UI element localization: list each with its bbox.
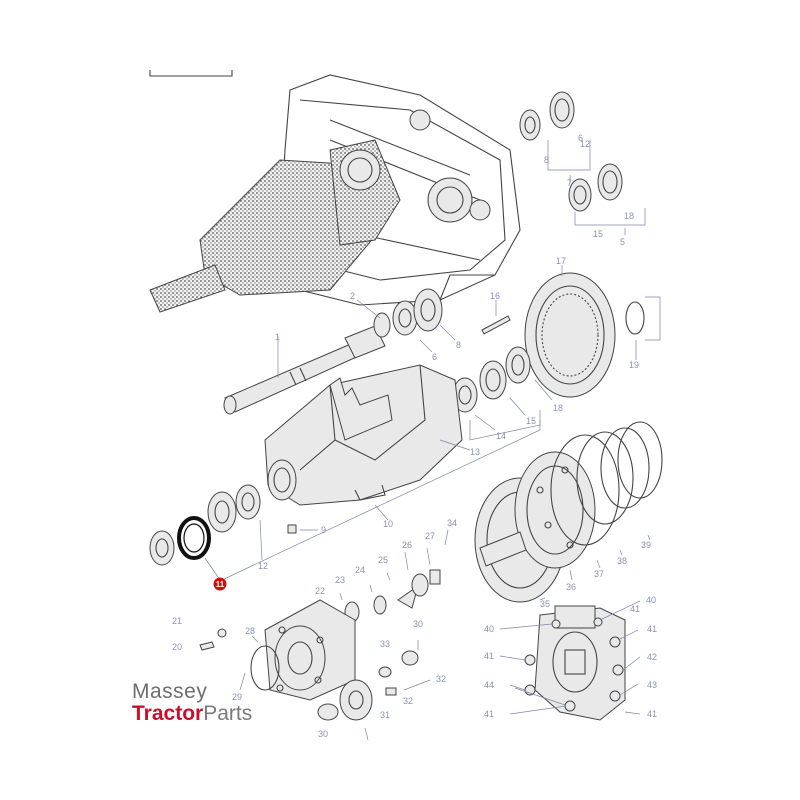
brand-logo: Massey TractorParts bbox=[132, 680, 302, 730]
bearing-group-mid bbox=[452, 346, 531, 413]
callout-labels: 1 2 6 8 6 8 7 12 15 18 5 16 17 19 14 15 … bbox=[172, 133, 657, 739]
callout-c20: 20 bbox=[172, 642, 182, 652]
brand-line-2-light: Parts bbox=[203, 702, 253, 725]
callout-c18b: 18 bbox=[553, 403, 563, 413]
callout-c2: 2 bbox=[350, 291, 355, 301]
highlighted-part-11: 11 bbox=[177, 516, 227, 591]
callout-c38: 38 bbox=[617, 556, 627, 566]
callout-c9: 9 bbox=[321, 525, 326, 535]
callout-c17: 17 bbox=[556, 256, 566, 266]
brand-line-2: TractorParts bbox=[132, 702, 252, 726]
callout-c41d: 41 bbox=[647, 709, 657, 719]
callout-c24: 24 bbox=[355, 565, 365, 575]
callout-c12a: 12 bbox=[580, 139, 590, 149]
callout-c31: 31 bbox=[380, 710, 390, 720]
callout-c25: 25 bbox=[378, 555, 388, 565]
callout-c15b: 15 bbox=[526, 416, 536, 426]
small-parts-center bbox=[199, 569, 441, 651]
callout-c19: 19 bbox=[629, 360, 639, 370]
callout-c30b: 30 bbox=[318, 729, 328, 739]
callout-c15a: 15 bbox=[593, 229, 603, 239]
callout-c40a: 40 bbox=[646, 595, 656, 605]
planetary-assembly bbox=[474, 421, 663, 603]
callout-c41b: 41 bbox=[484, 651, 494, 661]
callout-c30a: 30 bbox=[413, 619, 423, 629]
callout-c28: 28 bbox=[245, 626, 255, 636]
brand-line-1: Massey bbox=[132, 680, 208, 703]
callout-c32b: 32 bbox=[403, 696, 413, 706]
callout-c16: 16 bbox=[490, 291, 500, 301]
callout-c27: 27 bbox=[425, 531, 435, 541]
callout-c41e: 41 bbox=[630, 604, 640, 614]
corner-bracket bbox=[149, 70, 233, 77]
callout-c42: 42 bbox=[647, 652, 657, 662]
callout-c32a: 32 bbox=[436, 674, 446, 684]
highlight-label: 11 bbox=[216, 580, 225, 589]
gearbox-assembly bbox=[149, 74, 521, 313]
pin-16 bbox=[481, 315, 511, 335]
callout-c21: 21 bbox=[172, 616, 182, 626]
mounting-plate bbox=[524, 605, 626, 721]
callout-c22: 22 bbox=[315, 586, 325, 596]
callout-c8b: 8 bbox=[544, 155, 549, 165]
callout-c5: 5 bbox=[620, 237, 625, 247]
ring-gear bbox=[524, 272, 616, 398]
callout-c35: 35 bbox=[540, 599, 550, 609]
highlight-marker bbox=[213, 577, 227, 591]
axle-housing bbox=[264, 364, 463, 506]
callout-c13: 13 bbox=[470, 447, 480, 457]
callout-c36: 36 bbox=[566, 582, 576, 592]
circlip-19 bbox=[625, 301, 645, 335]
callout-c33: 33 bbox=[380, 639, 390, 649]
callout-c29: 29 bbox=[232, 692, 242, 702]
callout-c1: 1 bbox=[275, 332, 280, 342]
hub-assembly bbox=[250, 599, 419, 721]
callout-c44: 44 bbox=[484, 680, 494, 690]
callout-c23: 23 bbox=[335, 575, 345, 585]
callout-c41a: 41 bbox=[647, 624, 657, 634]
callout-c8a: 8 bbox=[456, 340, 461, 350]
brand-line-2-bold: Tractor bbox=[132, 702, 204, 725]
callout-c37: 37 bbox=[594, 569, 604, 579]
callout-c6a: 6 bbox=[432, 352, 437, 362]
bearing-group-top bbox=[519, 91, 623, 212]
callout-c39: 39 bbox=[641, 540, 651, 550]
callout-c7: 7 bbox=[567, 178, 572, 188]
callout-c12b: 12 bbox=[258, 561, 268, 571]
main-shaft bbox=[223, 325, 386, 415]
callout-c40b: 40 bbox=[484, 624, 494, 634]
bearing-group-left bbox=[149, 484, 297, 566]
callout-c43: 43 bbox=[647, 680, 657, 690]
callout-c6b: 6 bbox=[578, 133, 583, 143]
callout-c41c: 41 bbox=[484, 709, 494, 719]
callout-c26: 26 bbox=[402, 540, 412, 550]
callout-c34: 34 bbox=[447, 518, 457, 528]
shaft-gears bbox=[373, 288, 443, 338]
callout-c14: 14 bbox=[496, 431, 506, 441]
callout-c10: 10 bbox=[383, 519, 393, 529]
callout-c18a: 18 bbox=[624, 211, 634, 221]
